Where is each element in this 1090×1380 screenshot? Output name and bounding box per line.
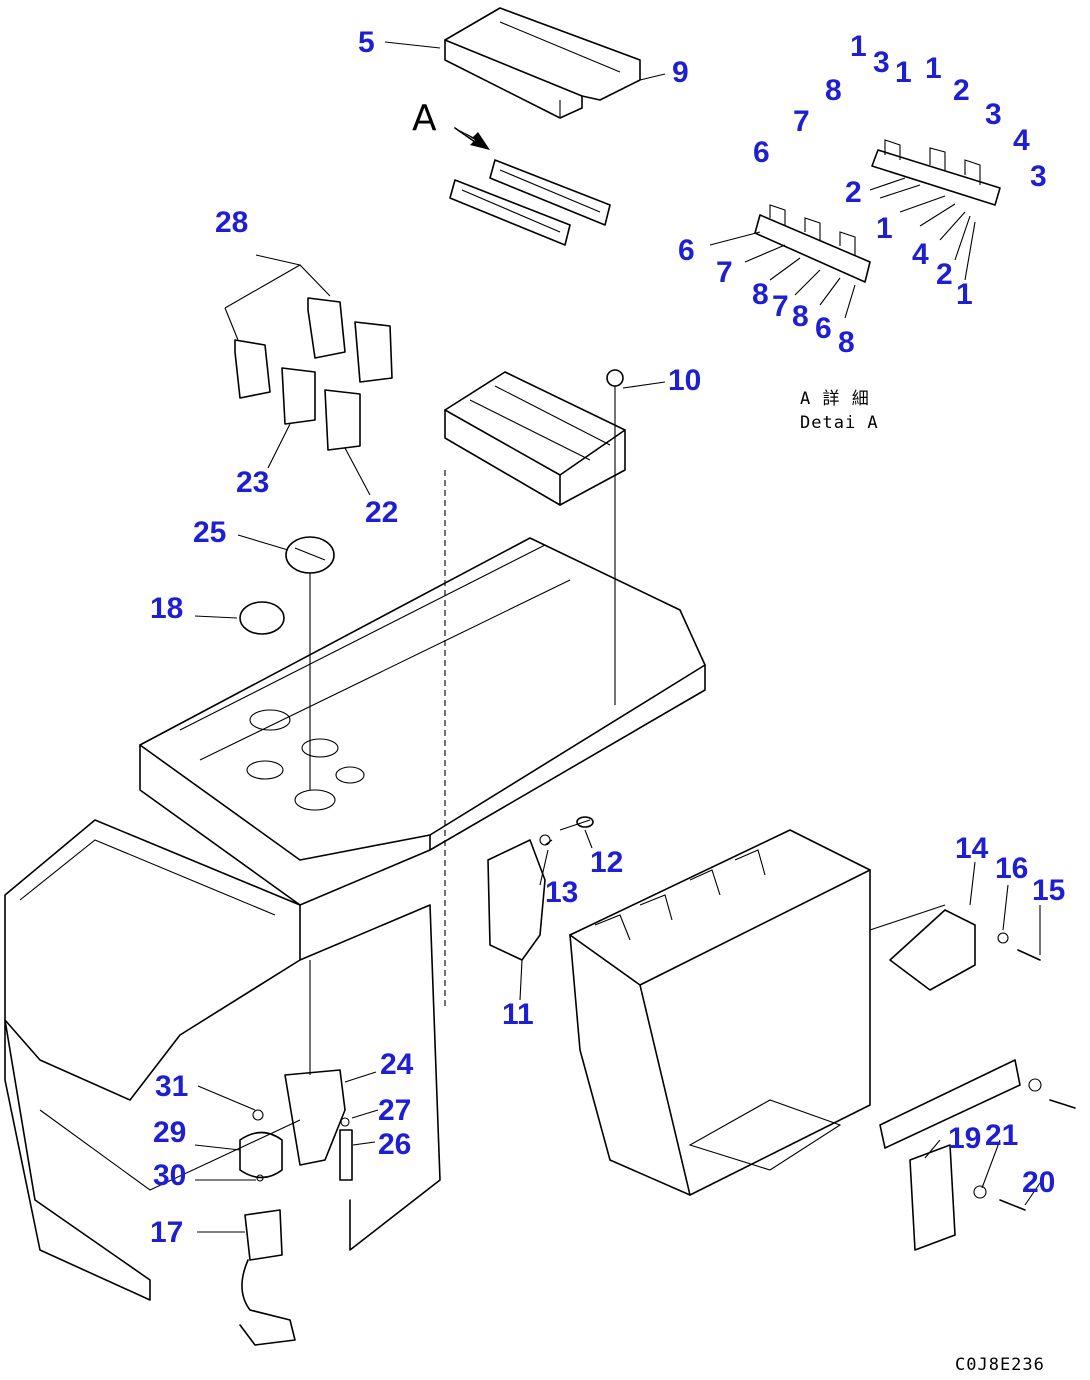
detail-callout: 1 (956, 278, 973, 311)
detail-a-connectors (709, 139, 1001, 319)
leader-lines (194, 41, 1041, 1233)
detail-callout: 8 (825, 74, 842, 107)
callout-21: 21 (985, 1119, 1018, 1152)
bracket-switch (869, 904, 1041, 991)
fuse-box-cover (444, 7, 641, 119)
rubber-mount (239, 1109, 283, 1182)
detail-callout: 8 (838, 326, 855, 359)
callout-18: 18 (150, 592, 183, 625)
detail-caption-en: Detai A (800, 413, 879, 433)
console-frame (4, 537, 706, 1301)
detail-callout: 8 (792, 300, 809, 333)
callout-26: 26 (378, 1128, 411, 1161)
detail-callout: 7 (772, 290, 789, 323)
callout-14: 14 (955, 832, 989, 865)
callout-24: 24 (380, 1048, 414, 1081)
callout-10: 10 (668, 364, 701, 397)
detail-callout: 1 (895, 56, 912, 89)
detail-callout: 4 (1013, 124, 1030, 157)
knob-cap (239, 601, 285, 635)
detail-callout: 8 (752, 278, 769, 311)
detail-callout: 2 (953, 74, 970, 107)
callout-25: 25 (193, 516, 226, 549)
drawing-code: C0J8E236 (955, 1355, 1045, 1375)
rocker-switches (224, 264, 393, 451)
detail-callout: 1 (850, 30, 867, 63)
callout-19: 19 (948, 1122, 981, 1155)
detail-callout: 6 (753, 136, 770, 169)
callout-12: 12 (590, 846, 623, 879)
callout-20: 20 (1022, 1166, 1055, 1199)
detail-callout: 2 (845, 176, 862, 209)
callout-29: 29 (153, 1116, 186, 1149)
callout-16: 16 (995, 852, 1028, 885)
detail-callout: 1 (925, 52, 942, 85)
detail-callout: 2 (936, 258, 953, 291)
callout-22: 22 (365, 496, 398, 529)
callout-30: 30 (153, 1159, 186, 1192)
callout-9: 9 (672, 56, 689, 89)
relay-box (444, 369, 626, 705)
fuse-strip (449, 159, 611, 246)
lever-assembly (284, 960, 353, 1181)
controller-housing (569, 829, 871, 1196)
callout-11: 11 (502, 998, 534, 1031)
callout-13: 13 (545, 876, 578, 909)
rotary-knob (285, 536, 335, 790)
view-a-arrow-icon (454, 127, 490, 150)
view-marker: A (412, 98, 437, 139)
detail-callout: 3 (873, 46, 890, 79)
detail-callout: 3 (985, 98, 1002, 131)
detail-callout: 1 (876, 212, 893, 245)
detail-callout: 6 (815, 312, 832, 345)
mounting-bracket (487, 816, 594, 961)
callout-31: 31 (155, 1070, 188, 1103)
detail-callout: 3 (1030, 160, 1047, 193)
callout-15: 15 (1032, 874, 1065, 907)
sensor-harness (239, 1209, 296, 1346)
detail-callout: 7 (716, 256, 733, 289)
detail-callout: 6 (678, 234, 695, 267)
callout-28: 28 (215, 206, 248, 239)
side-plate (879, 1059, 1076, 1251)
detail-a-callouts: 1 3 1 1 8 2 7 3 6 4 2 3 6 1 7 4 8 2 7 1 … (678, 30, 1047, 359)
callout-5: 5 (358, 26, 375, 59)
detail-callout: 4 (912, 238, 929, 271)
detail-caption-jp: A 詳 細 (800, 389, 870, 409)
callout-17: 17 (150, 1216, 183, 1249)
part-callouts: 5 9 28 23 22 25 18 10 12 13 11 14 16 15 … (150, 26, 1065, 1249)
callout-23: 23 (236, 466, 269, 499)
detail-callout: 7 (793, 105, 810, 138)
callout-27: 27 (378, 1094, 411, 1127)
